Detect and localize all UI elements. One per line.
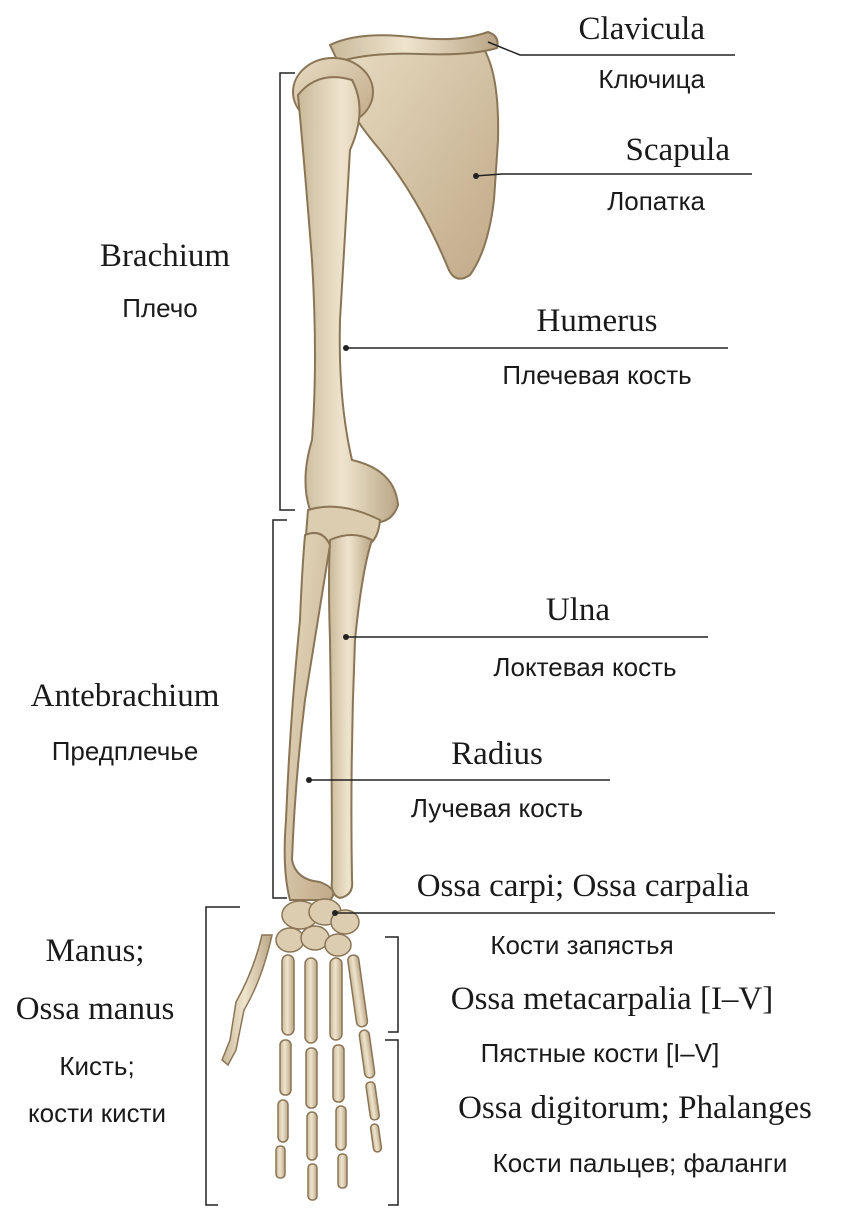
radius-bone: [285, 533, 334, 900]
antebrachium-russian: Предплечье: [52, 738, 199, 764]
manus-russian-1: Кисть;: [59, 1053, 134, 1079]
metacarpalia-leader: [385, 937, 398, 1032]
carpi-russian: Кости запястья: [490, 932, 673, 958]
manus-latin-2: Ossa manus: [16, 993, 175, 1026]
carpal-bones: [276, 899, 359, 956]
ulna-latin: Ulna: [546, 594, 610, 627]
brachium-russian: Плечо: [122, 295, 197, 321]
clavicula-latin: Clavicula: [579, 13, 705, 46]
ulna-russian: Локтевая кость: [493, 654, 676, 680]
radius-latin: Radius: [451, 738, 543, 771]
scapula-russian: Лопатка: [607, 188, 705, 214]
clavicula-russian: Ключица: [598, 66, 705, 92]
carpi-latin: Ossa carpi; Ossa carpalia: [417, 870, 750, 903]
manus-latin-1: Manus;: [46, 935, 145, 968]
brachium-latin: Brachium: [100, 240, 230, 273]
humerus-latin: Humerus: [537, 305, 658, 338]
manus-russian-2: кости кисти: [28, 1100, 166, 1126]
digitorum-latin: Ossa digitorum; Phalanges: [458, 1092, 812, 1125]
humerus-russian: Плечевая кость: [502, 362, 691, 388]
metacarpalia-latin: Ossa metacarpalia [I–V]: [451, 983, 774, 1016]
ulna-bone: [329, 535, 372, 898]
metacarpalia-russian: Пястные кости [I–V]: [481, 1040, 720, 1066]
finger-bones: [222, 935, 382, 1200]
digitorum-leader: [385, 1040, 398, 1205]
antebrachium-latin: Antebrachium: [31, 680, 220, 713]
scapula-leader: [475, 174, 752, 176]
digitorum-russian: Кости пальцев; фаланги: [493, 1150, 788, 1176]
brachium-bracket: [280, 73, 295, 510]
radius-russian: Лучевая кость: [411, 795, 583, 821]
scapula-latin: Scapula: [626, 134, 730, 167]
